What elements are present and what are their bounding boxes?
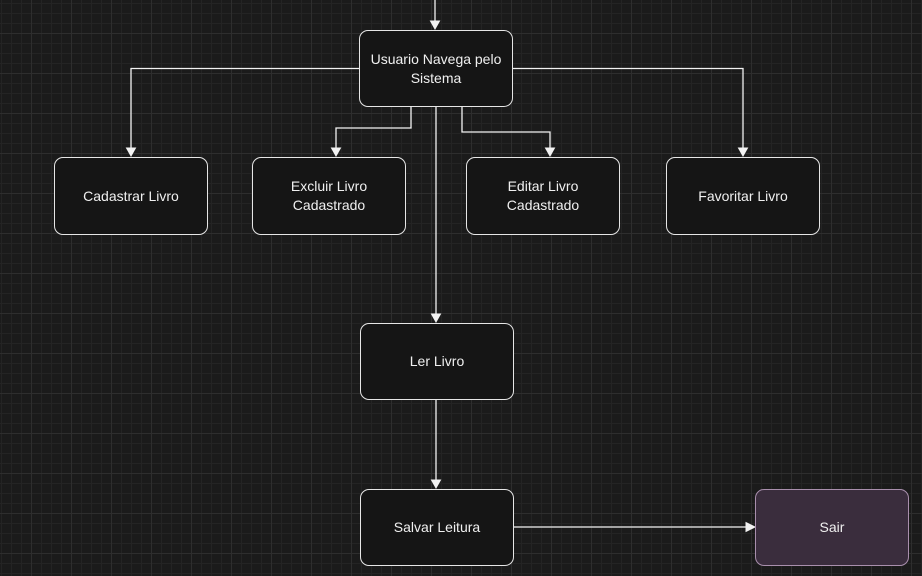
node-salvar-leitura[interactable]: Salvar Leitura (360, 489, 514, 566)
edge-navigate-register (130, 67, 359, 150)
node-sair-label: Sair (819, 519, 845, 535)
edge-navigate-edit (461, 106, 551, 150)
arrowhead-edit (544, 147, 556, 158)
edge-navigate-delete (335, 106, 412, 150)
node-favoritar-livro-label: Favoritar Livro (698, 187, 788, 204)
node-excluir-livro-label: Excluir Livro Cadastrado (290, 178, 368, 213)
node-editar-livro[interactable]: Editar Livro Cadastrado (466, 157, 620, 235)
node-editar-livro-label: Editar Livro Cadastrado (506, 178, 580, 213)
node-cadastrar-livro-label: Cadastrar Livro (83, 187, 179, 204)
node-usuario-navega-label: Usuario Navega pelo Sistema (370, 50, 502, 86)
arrowhead-read (430, 313, 442, 324)
node-ler-livro[interactable]: Ler Livro (360, 323, 514, 400)
arrowhead-exit (745, 521, 757, 533)
arrowhead-delete (330, 147, 342, 158)
arrowhead-favorite (737, 147, 749, 158)
node-salvar-leitura-label: Salvar Leitura (393, 519, 481, 535)
arrowhead-register (125, 147, 137, 158)
node-excluir-livro[interactable]: Excluir Livro Cadastrado (252, 157, 406, 235)
arrowhead-incoming (429, 20, 441, 31)
node-cadastrar-livro[interactable]: Cadastrar Livro (54, 157, 208, 235)
edge-navigate-favorite (512, 67, 744, 150)
node-favoritar-livro[interactable]: Favoritar Livro (666, 157, 820, 235)
node-sair[interactable]: Sair (755, 489, 909, 566)
node-ler-livro-label: Ler Livro (409, 353, 465, 369)
node-usuario-navega[interactable]: Usuario Navega pelo Sistema (359, 30, 513, 107)
arrowhead-save (430, 479, 442, 490)
